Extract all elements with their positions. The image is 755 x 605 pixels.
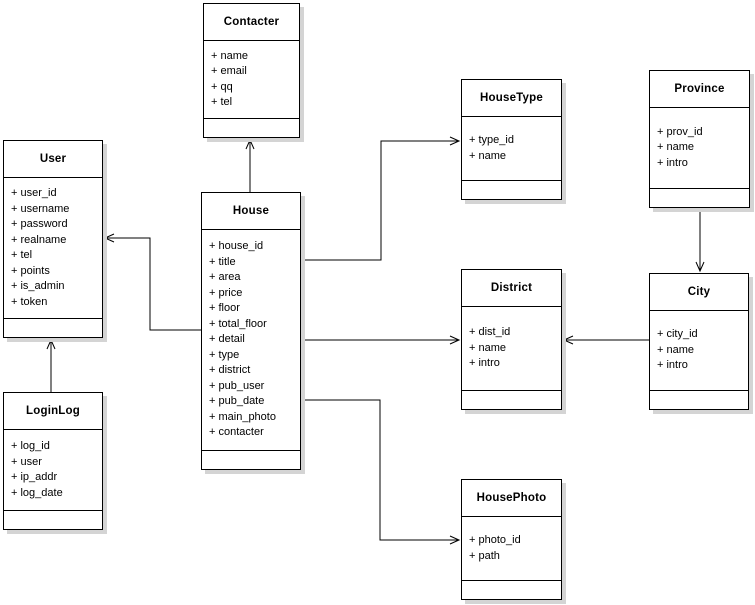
attribute: + intro <box>657 156 688 169</box>
attribute: + username <box>11 202 70 215</box>
attribute: + title <box>209 255 236 268</box>
attribute: + price <box>209 286 243 299</box>
attribute: + token <box>11 295 48 308</box>
attribute: + points <box>11 264 50 277</box>
attribute: + log_id <box>11 440 50 452</box>
class-title: City <box>650 274 748 311</box>
class-box-district[interactable]: District + dist_id + name + intro <box>461 269 562 410</box>
attribute: + house_id <box>209 240 264 253</box>
class-box-house[interactable]: House + house_id + title + area + price … <box>201 192 301 470</box>
class-box-loginlog[interactable]: LoginLog + log_id + user + ip_addr + log… <box>3 392 103 530</box>
class-title: User <box>4 141 102 178</box>
attribute: + realname <box>11 233 67 246</box>
class-attributes: + photo_id + path <box>462 517 561 581</box>
class-box-city[interactable]: City + city_id + name + intro <box>649 273 749 410</box>
attribute: + user_id <box>11 187 57 199</box>
class-methods-empty <box>462 391 561 409</box>
attribute: + name <box>469 341 506 354</box>
attribute: + district <box>209 364 251 377</box>
edge-house-housetype[interactable] <box>301 136 461 261</box>
class-methods-empty <box>4 511 102 529</box>
class-methods-empty <box>650 189 749 207</box>
attribute: + total_floor <box>209 317 267 330</box>
class-attributes: + type_id + name <box>462 117 561 181</box>
attribute: + name <box>657 343 694 356</box>
class-box-housephoto[interactable]: HousePhoto + photo_id + path <box>461 479 562 600</box>
attribute: + prov_id <box>657 125 703 138</box>
class-methods-empty <box>204 119 299 137</box>
class-attributes: + user_id + username + password + realna… <box>4 178 102 319</box>
attribute: + path <box>469 549 500 562</box>
attribute: + area <box>209 271 241 284</box>
class-box-housetype[interactable]: HouseType + type_id + name <box>461 79 562 200</box>
class-title: Province <box>650 71 749 108</box>
class-attributes: + name + email + qq + tel <box>204 41 299 119</box>
attribute: + password <box>11 218 68 230</box>
edge-house-user[interactable] <box>103 233 201 331</box>
class-title: House <box>202 193 300 230</box>
attribute: + name <box>657 141 694 154</box>
attribute: + pub_user <box>209 379 265 392</box>
attribute: + is_admin <box>11 280 65 292</box>
attribute: + type_id <box>469 134 514 146</box>
class-box-contacter[interactable]: Contacter + name + email + qq + tel <box>203 3 300 138</box>
attribute: + log_date <box>11 486 63 499</box>
class-title: HousePhoto <box>462 480 561 517</box>
class-attributes: + log_id + user + ip_addr + log_date <box>4 430 102 511</box>
edge-house-housephoto[interactable] <box>301 399 461 545</box>
class-methods-empty <box>650 391 748 409</box>
class-methods-empty <box>202 451 300 469</box>
attribute: + name <box>469 149 506 162</box>
class-methods-empty <box>462 581 561 599</box>
class-box-user[interactable]: User + user_id + username + password + r… <box>3 140 103 338</box>
attribute: + email <box>211 65 247 77</box>
attribute: + type <box>209 348 240 361</box>
class-attributes: + city_id + name + intro <box>650 311 748 391</box>
class-title: HouseType <box>462 80 561 117</box>
attribute: + name <box>211 49 248 62</box>
class-attributes: + prov_id + name + intro <box>650 108 749 189</box>
attribute: + qq <box>211 80 233 93</box>
class-title: District <box>462 270 561 307</box>
attribute: + main_photo <box>209 410 276 423</box>
attribute: + tel <box>211 96 233 108</box>
attribute: + pub_date <box>209 395 265 408</box>
class-title: LoginLog <box>4 393 102 430</box>
attribute: + intro <box>657 359 688 372</box>
attribute: + user <box>11 455 42 468</box>
class-box-province[interactable]: Province + prov_id + name + intro <box>649 70 750 208</box>
class-attributes: + house_id + title + area + price + floo… <box>202 230 300 451</box>
attribute: + tel <box>11 249 33 261</box>
attribute: + intro <box>469 357 500 370</box>
attribute: + contacter <box>209 426 264 439</box>
attribute: + ip_addr <box>11 471 58 483</box>
class-title: Contacter <box>204 4 299 41</box>
class-methods-empty <box>462 181 561 199</box>
attribute: + dist_id <box>469 326 511 339</box>
attribute: + photo_id <box>469 534 521 546</box>
attribute: + city_id <box>657 328 698 341</box>
attribute: + floor <box>209 302 240 315</box>
class-attributes: + dist_id + name + intro <box>462 307 561 391</box>
class-methods-empty <box>4 319 102 337</box>
attribute: + detail <box>209 333 245 346</box>
